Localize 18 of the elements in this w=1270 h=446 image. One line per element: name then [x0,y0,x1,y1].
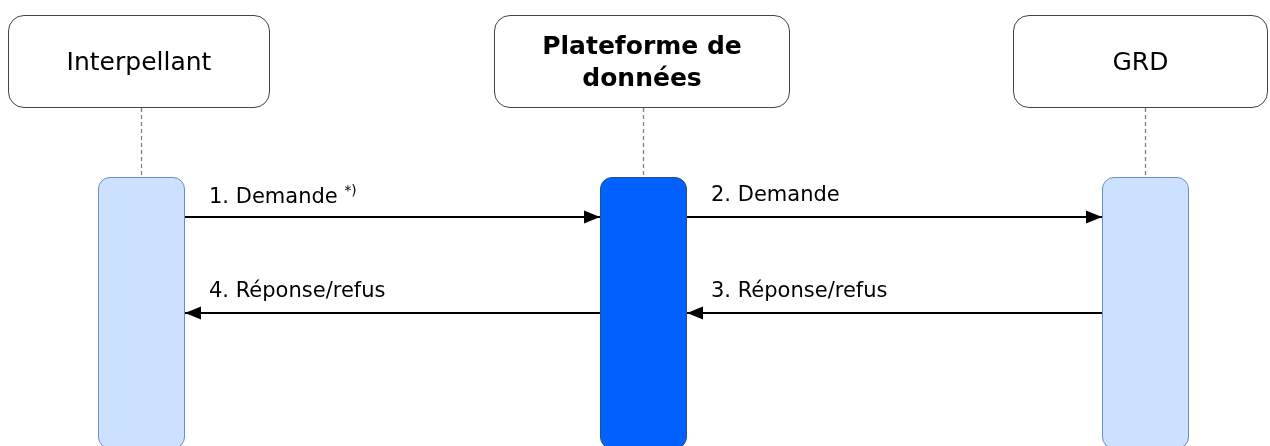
participant-box [8,15,270,108]
edge-label: 3. Réponse/refus [709,280,890,301]
participant-box [1013,15,1268,108]
arrow [184,306,601,320]
lifeline [1144,107,1147,178]
participant-name: Interpellant [66,45,212,78]
arrow [686,306,1103,320]
activation-bar [98,177,185,446]
participant-name: GRD [1112,45,1169,78]
edge-label: 4. Réponse/refus [207,280,388,301]
lifeline [140,107,143,178]
arrow [686,210,1103,224]
lifeline [642,107,645,178]
activation-bar [1102,177,1189,446]
arrow [184,210,601,224]
participant-name: Plateforme de données [541,30,743,93]
participant-box [494,15,790,108]
activation-bar [600,177,687,446]
